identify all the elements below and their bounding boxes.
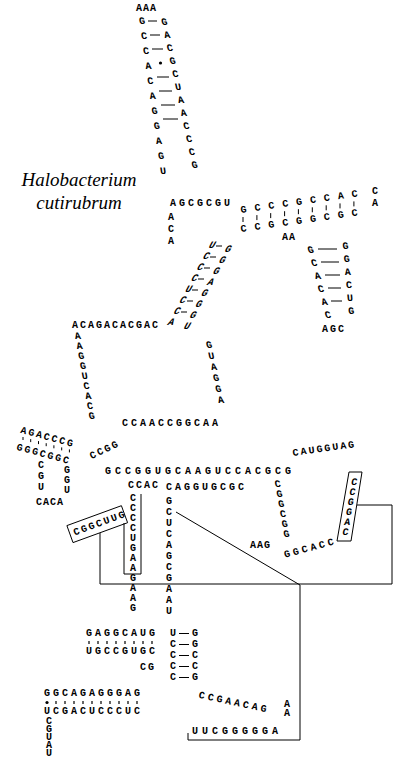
nucleotide-strand: UCCCC <box>170 628 177 683</box>
nucleotide-strand: CCGGAC <box>341 478 359 538</box>
nucleotide-strand: GCUCAGCGAAU <box>166 496 173 617</box>
nucleotide-strand: CG <box>140 662 156 673</box>
nucleotide-strand: GGCACC <box>283 536 338 561</box>
nucleotide-strand: GCCACAGGAGU <box>138 14 168 179</box>
nucleotide-strand: AA <box>284 700 291 718</box>
base-pair-ticks <box>88 641 154 644</box>
nucleotide-strand: AAGGUCACG <box>74 332 97 422</box>
nucleotide-strand: CCAC <box>128 480 160 491</box>
nucleotide-strand: CCGAACAG <box>198 690 271 716</box>
nucleotide-strand: UUCGGGGGA <box>192 726 282 737</box>
nucleotide-strand: ACA <box>168 212 175 248</box>
nucleotide-strand: UGCCGUGC <box>86 646 158 657</box>
nucleotide-strand: CCAACCGGCAA <box>122 418 221 429</box>
bracket-box <box>67 506 128 543</box>
nucleotide-strand: GCACAC <box>306 244 334 322</box>
nucleotide-strand: CAGGUGCGC <box>166 482 247 493</box>
nucleotide-strand: GGCCG <box>192 628 199 683</box>
bracket-box <box>337 472 362 541</box>
nucleotide-strand: CGU <box>38 460 45 493</box>
nucleotide-strand: ACAGACACGAC <box>72 320 160 331</box>
nucleotide-strand: AGC <box>322 324 346 335</box>
nucleotide-strand: AAA <box>136 3 157 14</box>
nucleotide-strand: GAGGCAUG <box>86 628 158 639</box>
nucleotide-strand: UCGACUCCCUC <box>44 706 143 717</box>
nucleotide-strand: GGACUG <box>342 240 356 318</box>
nucleotide-strand: GGU <box>64 466 71 496</box>
nucleotide-strand: CA <box>372 186 379 210</box>
nucleotide-strand: CGUAU <box>46 718 53 758</box>
nucleotide-strand: CGGCUUG <box>72 509 128 538</box>
species-title: Halobacterium cutirubrum <box>4 168 154 214</box>
base-pair-ticks <box>179 634 189 678</box>
nucleotide-strand: CCCCUGAAGAAG <box>130 494 137 614</box>
gu-pair-dot <box>159 61 162 64</box>
nucleotide-strand: GGCAGAGGGAG <box>44 688 143 699</box>
nucleotide-strand: AGCGCGU <box>170 198 233 209</box>
nucleotide-strand: CCGG <box>88 438 122 461</box>
nucleotide-strand: AA <box>282 232 296 243</box>
nucleotide-strand: GACGCUAACCCG <box>160 16 200 172</box>
base-pair-ticks <box>55 701 138 704</box>
nucleotide-strand: CGGCGG <box>274 480 292 540</box>
nucleotide-strand: AAG <box>250 540 271 551</box>
gu-pair-dot <box>45 701 48 704</box>
nucleotide-strand: GUAGGA <box>205 340 226 406</box>
nucleotide-strand: CAUGGUAG <box>292 439 357 459</box>
nucleotide-strand: GCCGGUGCAAGUCCACGCG <box>105 466 295 477</box>
tertiary-interaction-line <box>176 512 300 740</box>
nucleotide-strand: CACA <box>36 497 64 508</box>
